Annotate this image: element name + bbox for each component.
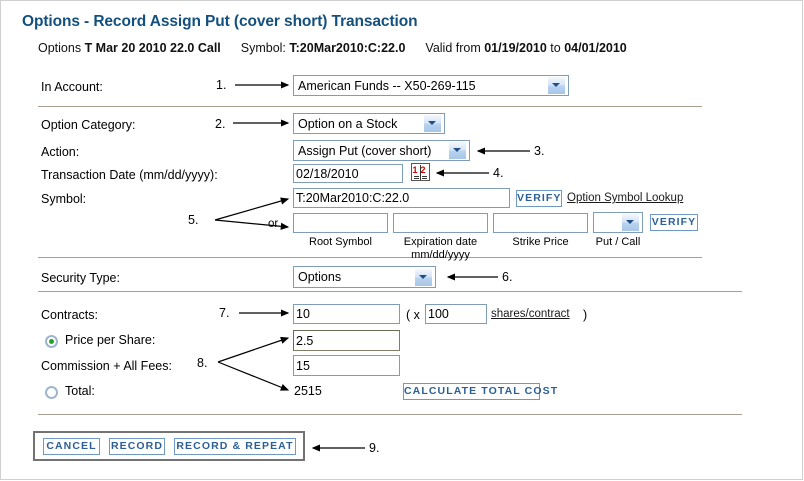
strike-price-input[interactable] bbox=[493, 213, 588, 233]
calendar-digits: 12 bbox=[412, 165, 429, 175]
summary-valid-to: 04/01/2010 bbox=[564, 41, 627, 55]
callout-5: 5. bbox=[188, 213, 199, 227]
in-account-value: American Funds -- X50-269-115 bbox=[298, 78, 476, 93]
chevron-down-icon[interactable] bbox=[414, 267, 433, 287]
commission-input[interactable] bbox=[293, 355, 400, 376]
book-line bbox=[422, 178, 427, 179]
book-spine bbox=[420, 165, 421, 180]
callout-6: 6. bbox=[502, 270, 513, 284]
summary-valid-from: 01/19/2010 bbox=[484, 41, 547, 55]
book-line bbox=[414, 176, 419, 177]
price-per-share-label: Price per Share: bbox=[65, 333, 156, 347]
action-value: Assign Put (cover short) bbox=[298, 143, 432, 158]
action-label: Action: bbox=[41, 145, 80, 159]
transaction-date-label: Transaction Date (mm/dd/yyyy): bbox=[41, 168, 218, 182]
separator-1 bbox=[38, 106, 702, 107]
contracts-label: Contracts: bbox=[41, 308, 98, 322]
security-type-select[interactable]: Options bbox=[293, 266, 436, 288]
transaction-date-input[interactable] bbox=[293, 164, 403, 183]
security-type-label: Security Type: bbox=[41, 271, 120, 285]
option-symbol-lookup-link[interactable]: Option Symbol Lookup bbox=[567, 192, 684, 204]
callout-7: 7. bbox=[219, 306, 230, 320]
multiplier-open-paren: ( x bbox=[406, 308, 420, 322]
summary-symbol-label: Symbol: bbox=[240, 41, 286, 55]
page-title: Options - Record Assign Put (cover short… bbox=[22, 13, 418, 30]
strike-price-caption: Strike Price bbox=[512, 236, 569, 248]
record-button[interactable]: RECORD bbox=[109, 438, 165, 455]
multiplier-close-paren: ) bbox=[583, 308, 588, 322]
in-account-select[interactable]: American Funds -- X50-269-115 bbox=[293, 75, 569, 96]
contracts-input[interactable] bbox=[293, 304, 400, 324]
callout-8: 8. bbox=[197, 356, 208, 370]
or-label: or bbox=[268, 218, 279, 230]
callout-1: 1. bbox=[216, 78, 227, 92]
total-label: Total: bbox=[65, 384, 95, 398]
separator-3 bbox=[38, 291, 742, 292]
calculate-total-cost-button[interactable]: CALCULATE TOTAL COST bbox=[403, 383, 557, 400]
calendar-picker-icon[interactable]: 12 bbox=[411, 163, 430, 181]
expiration-date-caption-format: mm/dd/yyyy bbox=[411, 249, 470, 261]
chevron-down-icon[interactable] bbox=[448, 141, 467, 160]
instrument-summary: Options T Mar 20 2010 22.0 Call Symbol: … bbox=[38, 41, 627, 55]
root-symbol-caption: Root Symbol bbox=[309, 236, 372, 248]
total-radio[interactable] bbox=[45, 386, 58, 399]
summary-symbol-value: T:20Mar2010:C:22.0 bbox=[289, 41, 406, 55]
price-per-share-input[interactable] bbox=[293, 330, 400, 351]
shares-per-contract-input[interactable] bbox=[425, 304, 487, 324]
summary-valid-to-label: to bbox=[550, 41, 561, 55]
total-value: 2515 bbox=[294, 384, 322, 398]
record-and-repeat-button[interactable]: RECORD & REPEAT bbox=[174, 438, 296, 455]
cancel-button[interactable]: CANCEL bbox=[43, 438, 100, 455]
action-select[interactable]: Assign Put (cover short) bbox=[293, 140, 470, 161]
symbol-label: Symbol: bbox=[41, 192, 87, 206]
expiration-date-caption: Expiration date bbox=[403, 236, 478, 248]
option-category-label: Option Category: bbox=[41, 118, 136, 132]
verify-symbol-button[interactable]: VERIFY bbox=[516, 190, 562, 207]
put-call-caption: Put / Call bbox=[595, 236, 641, 248]
summary-options-label: Options bbox=[38, 41, 82, 55]
chevron-down-icon[interactable] bbox=[621, 213, 640, 232]
summary-instrument: T Mar 20 2010 22.0 Call bbox=[84, 41, 221, 55]
put-call-select[interactable] bbox=[593, 212, 643, 233]
expiration-date-input[interactable] bbox=[393, 213, 488, 233]
book-line bbox=[422, 176, 427, 177]
separator-4 bbox=[38, 414, 742, 415]
commission-label: Commission + All Fees: bbox=[41, 359, 172, 373]
chevron-down-icon[interactable] bbox=[423, 114, 442, 133]
book-line bbox=[414, 178, 419, 179]
option-category-select[interactable]: Option on a Stock bbox=[293, 113, 445, 134]
symbol-input[interactable] bbox=[293, 188, 510, 208]
shares-per-contract-link[interactable]: shares/contract bbox=[491, 308, 570, 320]
verify-components-button[interactable]: VERIFY bbox=[650, 214, 698, 231]
option-category-value: Option on a Stock bbox=[298, 116, 398, 131]
price-per-share-radio[interactable] bbox=[45, 335, 58, 348]
security-type-value: Options bbox=[298, 270, 342, 284]
callout-9: 9. bbox=[369, 441, 380, 455]
summary-valid-from-label: Valid from bbox=[425, 41, 481, 55]
separator-2 bbox=[38, 257, 702, 258]
callout-3: 3. bbox=[534, 144, 545, 158]
action-button-bar: CANCEL RECORD RECORD & REPEAT bbox=[33, 431, 305, 461]
callout-4: 4. bbox=[493, 166, 504, 180]
callout-2: 2. bbox=[215, 117, 226, 131]
chevron-down-icon[interactable] bbox=[547, 76, 566, 95]
root-symbol-input[interactable] bbox=[293, 213, 388, 233]
in-account-label: In Account: bbox=[41, 80, 103, 94]
